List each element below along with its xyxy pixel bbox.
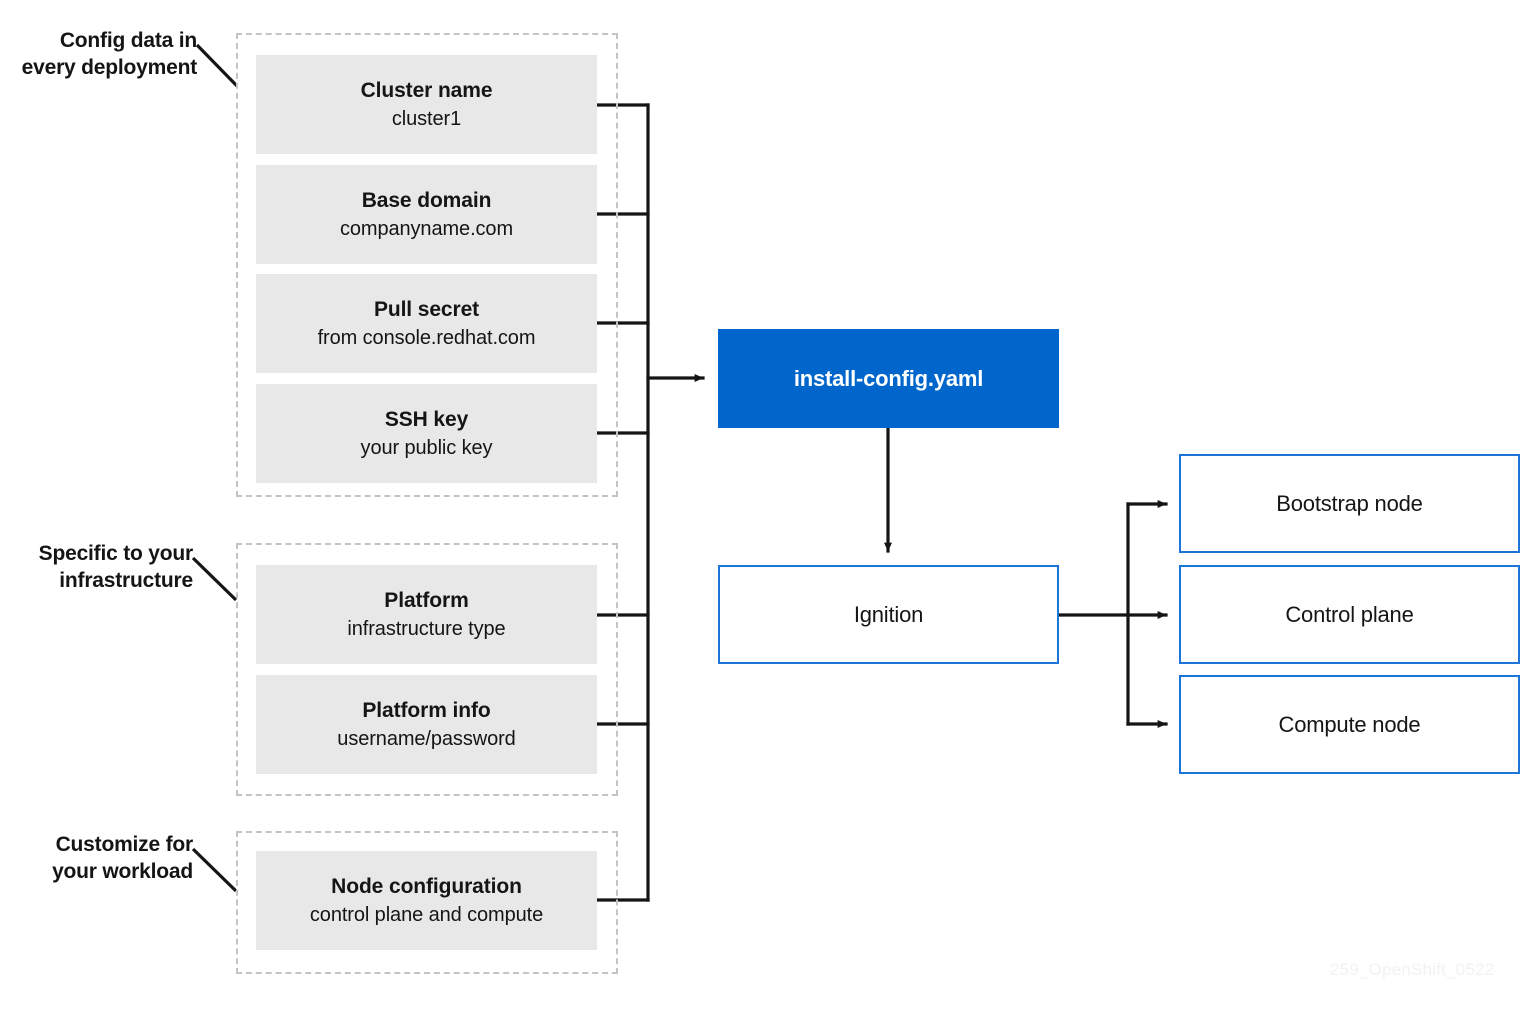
annotation-config-data-line1: Config data in [59,29,197,52]
node-bootstrap-node-label: Bootstrap node [1276,490,1423,516]
card-platform-info-title: Platform info [362,699,491,722]
card-platform-info[interactable]: Platform info username/password [256,675,597,774]
card-base-domain-value: companyname.com [339,217,514,240]
leader-line-config-data [195,43,239,88]
leader-line-infrastructure [191,556,238,602]
annotation-config-data: Config data in every deployment [0,28,198,82]
card-pull-secret-title: Pull secret [373,298,480,321]
card-platform-info-value: username/password [337,727,516,750]
card-ssh-key[interactable]: SSH key your public key [256,384,597,483]
card-platform-value: infrastructure type [347,617,506,640]
node-ignition[interactable]: Ignition [718,565,1059,664]
node-compute-node-label: Compute node [1278,711,1421,737]
card-ssh-key-title: SSH key [384,408,469,431]
watermark-label: 259_OpenShift_0522 [1330,960,1495,979]
annotation-workload: Customize for your workload [0,832,193,886]
card-node-configuration-title: Node configuration [331,875,522,898]
node-install-config-yaml-label: install-config.yaml [793,365,984,391]
card-cluster-name-value: cluster1 [391,107,462,130]
card-node-configuration[interactable]: Node configuration control plane and com… [256,851,597,950]
node-compute-node[interactable]: Compute node [1179,675,1520,774]
card-pull-secret-value: from console.redhat.com [317,326,536,349]
annotation-config-data-line2: every deployment [21,55,198,79]
group-frame-infrastructure [236,543,618,796]
card-ssh-key-value: your public key [360,436,493,459]
annotation-infrastructure: Specific to your infrastructure [0,541,194,595]
card-base-domain-title: Base domain [361,189,492,212]
annotation-workload-line1: Customize for [55,833,194,856]
card-pull-secret[interactable]: Pull secret from console.redhat.com [256,274,597,373]
node-ignition-label: Ignition [853,601,924,627]
leader-line-workload [191,847,238,893]
card-cluster-name[interactable]: Cluster name cluster1 [256,55,597,154]
node-install-config-yaml[interactable]: install-config.yaml [718,329,1059,428]
card-cluster-name-title: Cluster name [360,79,493,102]
group-frame-workload [236,831,618,974]
card-base-domain[interactable]: Base domain companyname.com [256,165,597,264]
group-frame-every-deployment [236,33,618,497]
annotation-workload-line2: your workload [52,859,193,883]
card-node-configuration-value: control plane and compute [309,903,544,926]
node-control-plane[interactable]: Control plane [1179,565,1520,664]
annotation-infrastructure-line1: Specific to your [38,542,194,565]
annotation-infrastructure-line2: infrastructure [59,568,193,592]
card-platform[interactable]: Platform infrastructure type [256,565,597,664]
node-bootstrap-node[interactable]: Bootstrap node [1179,454,1520,553]
card-platform-title: Platform [384,589,469,612]
node-control-plane-label: Control plane [1285,601,1414,627]
